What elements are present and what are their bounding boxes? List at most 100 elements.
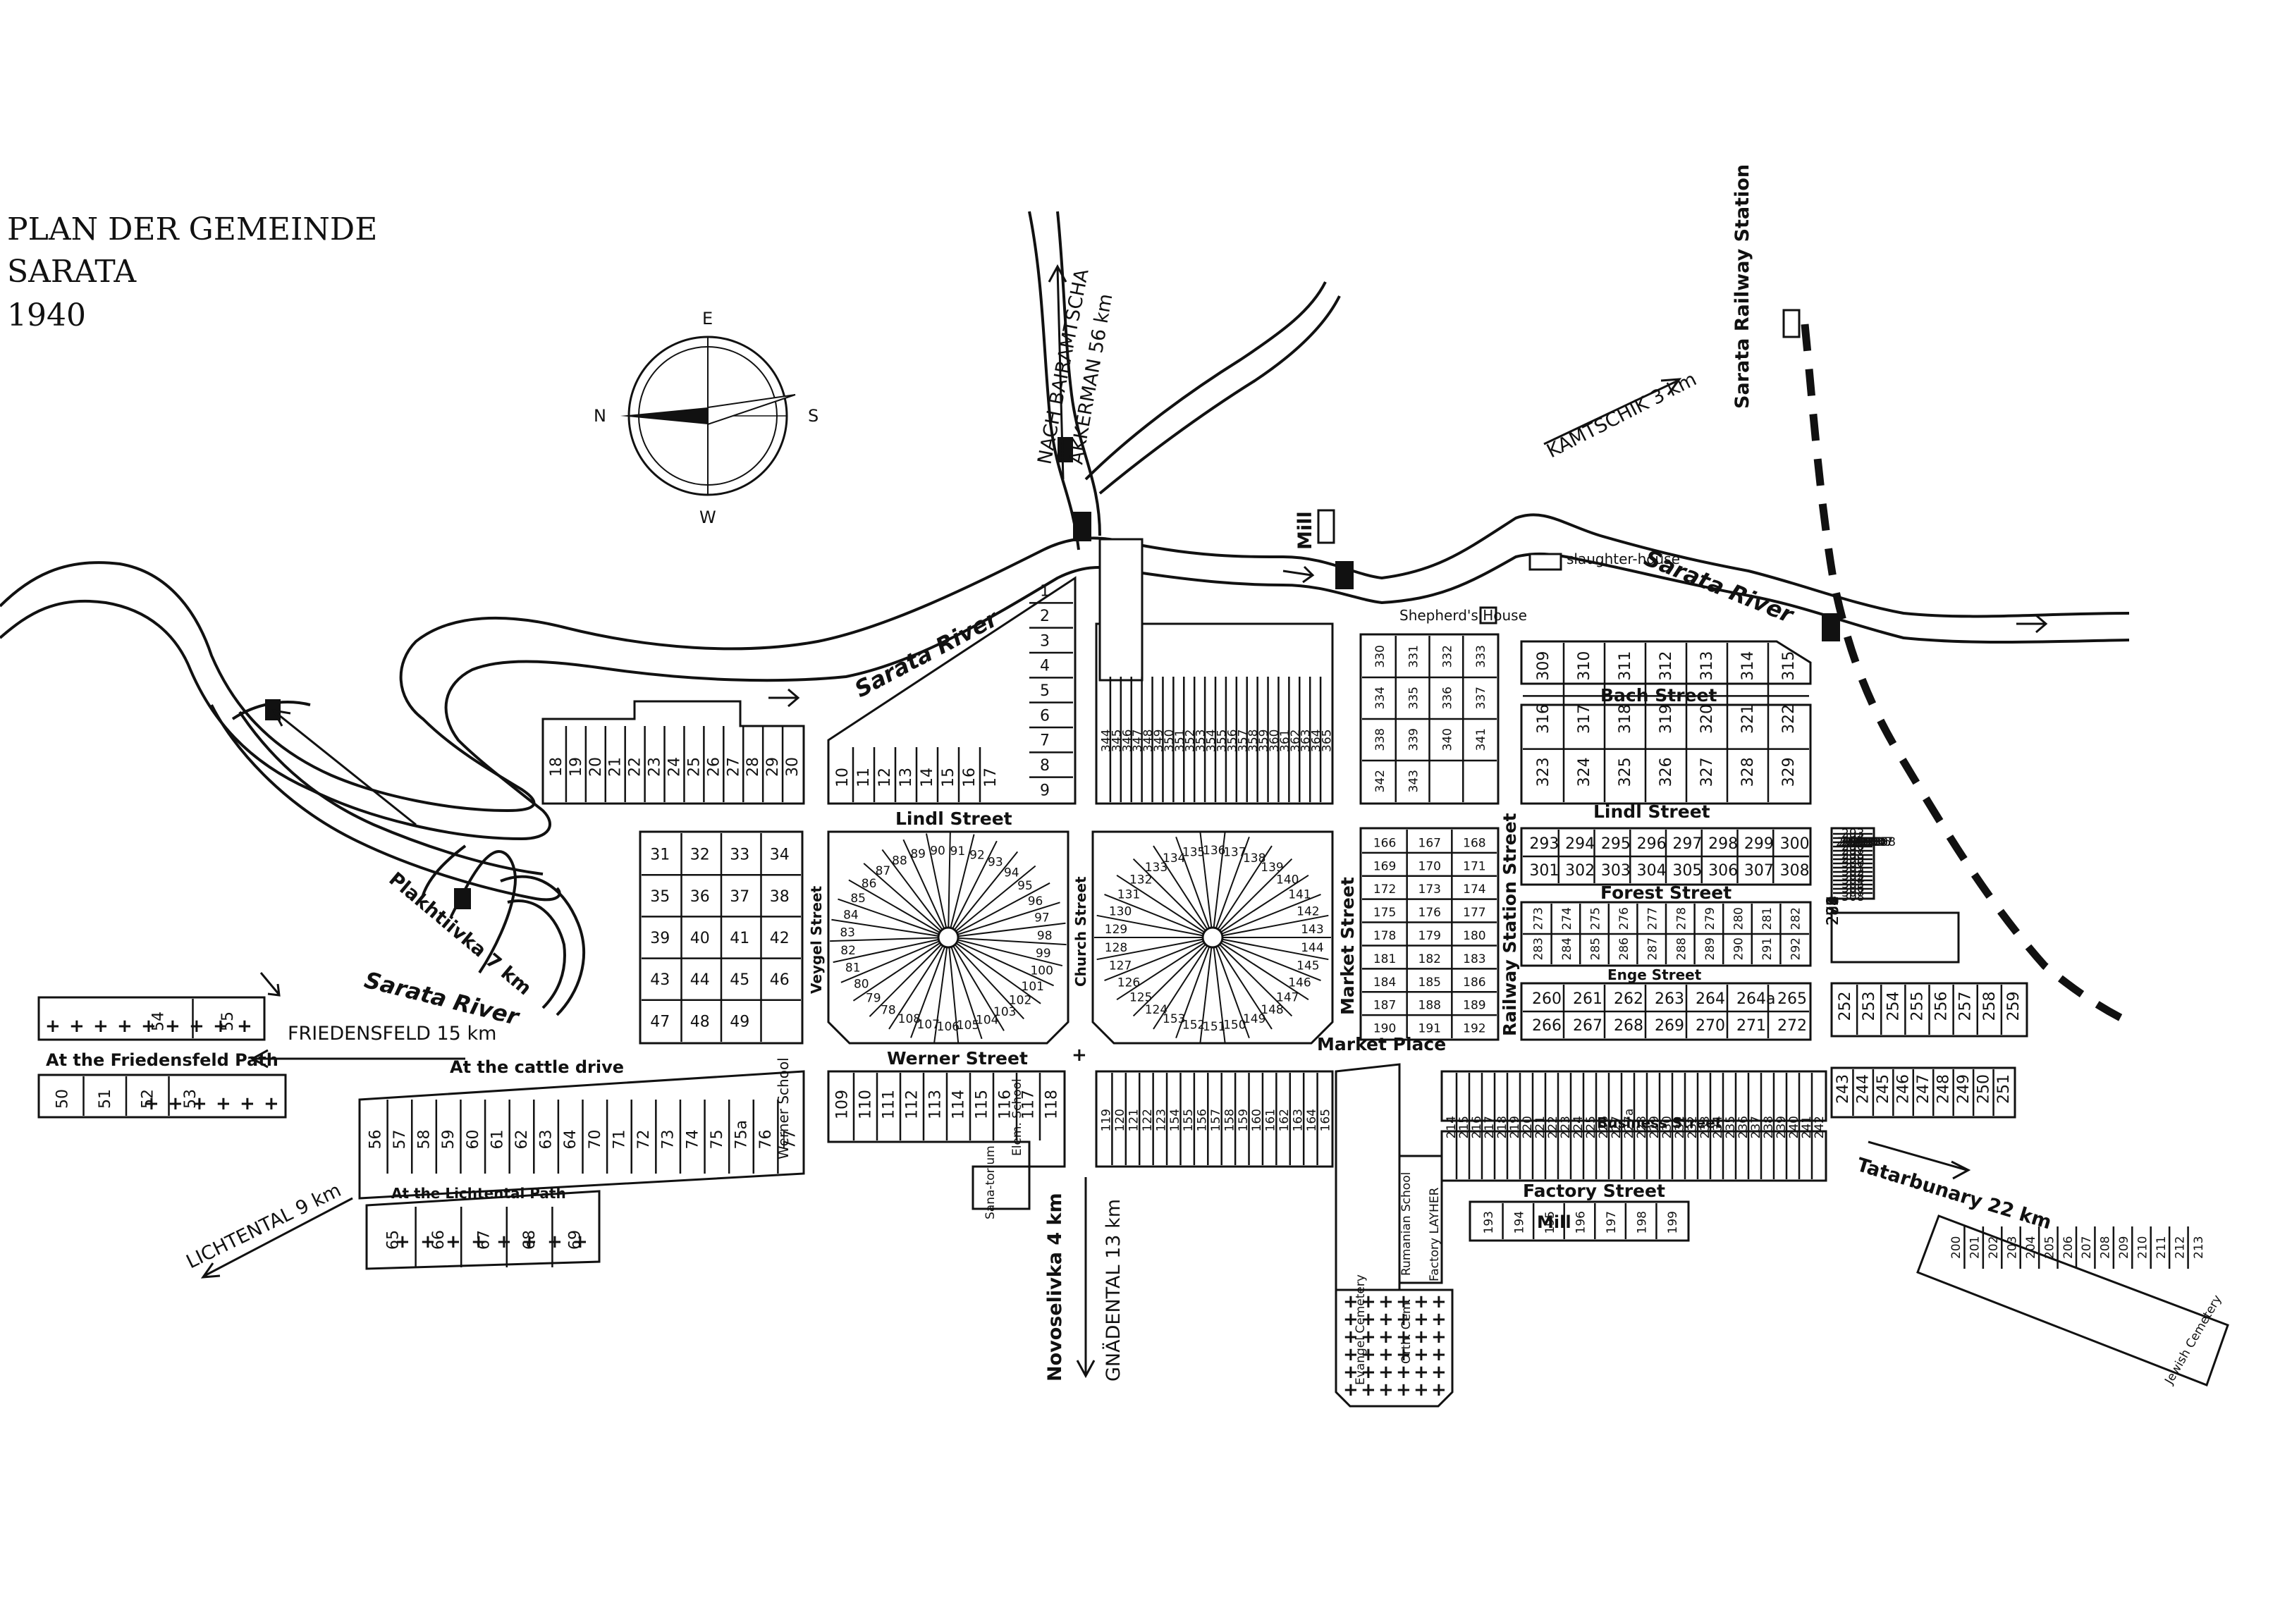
lot-number: 297 [1672,835,1702,853]
lot-number: 76 [757,1130,775,1150]
lot-number: 33 [730,847,749,864]
lot-number: 224 [1571,1116,1586,1138]
lot-number: 278 [1674,907,1688,930]
radial-spoke [948,922,1066,938]
lot-number: 27 [725,757,742,777]
lot-number: 5 [1040,682,1050,700]
lot-number: 187 [1373,999,1396,1013]
lot-number: 85 [850,892,866,906]
lot-number: 54 [149,1011,167,1031]
block-lots-273-276 [1830,911,1960,964]
path-cattle-drive: At the cattle drive [450,1057,624,1077]
lot-number: 264a [1736,990,1775,1008]
cross-icon: + [1378,1327,1394,1348]
lot-number: 297 [1841,844,1864,858]
lot-number: 53 [182,1089,200,1109]
street-business: Business Street [1597,1114,1722,1131]
lot-number: 302 [1841,865,1864,879]
cross-icon: + [471,1231,486,1253]
lot-number: 97 [1034,911,1050,925]
cross-icon: + [45,1016,61,1037]
radial-spoke [863,863,949,938]
cross-icon: + [547,1231,563,1253]
lot-number: 362 [1289,730,1303,752]
lot-number: 79 [866,992,881,1006]
lot-number: 169 [1373,859,1396,873]
lot-number: 307 [1841,886,1864,900]
radial-spoke [840,937,949,983]
lot-number: 152 [1182,1018,1205,1032]
lot-number: 295 [1841,835,1863,849]
lot-number: 270 [1696,1017,1725,1035]
lot-number: 223 [1559,1116,1573,1138]
cross-icon: + [1378,1309,1394,1330]
lot-number: 205 [2042,1236,2057,1259]
lot-number: 117 [1020,1090,1038,1119]
lot-number: 138 [1243,851,1265,866]
lot-number: 340 [1440,728,1454,751]
radial-spoke [948,902,1060,938]
lot-number: 130 [1109,904,1132,918]
lot-number: 264 [1696,990,1725,1008]
lot-number: 211 [2155,1236,2169,1259]
lot-number: 283 [1531,937,1545,960]
lot-number: 307 [1870,835,1893,849]
elem-school-label: Elem. School [1010,1078,1024,1156]
church-center-icon [1201,926,1224,949]
radial-spoke [1153,937,1213,1030]
lot-number: 294 [1565,835,1595,853]
lot-number: 348 [1141,730,1156,752]
lot-number: 302 [1565,862,1595,880]
lot-number: 2 [1040,608,1050,625]
lot-number: 243 [1834,1074,1852,1104]
cross-icon: + [496,1231,512,1253]
block-bach-street [1520,703,1812,805]
lot-number: 315 [1780,651,1798,681]
lot-number: 306 [1708,862,1738,880]
lot-number: 25 [685,757,703,777]
lot-number: 48 [690,1013,710,1031]
radial-spoke [1212,937,1309,1001]
lot-number: 228 [1635,1116,1649,1138]
lot-number: 147 [1276,991,1299,1005]
lot-number: 122 [1141,1109,1155,1131]
lot-number: 274 [1560,907,1574,930]
lot-number: 182 [1418,952,1441,966]
lot-number: 104 [976,1014,998,1028]
lot-number: 123 [1154,1109,1168,1131]
lot-number: 93 [988,856,1003,870]
landmarks: Mill slaughter-house Shepherd's House [1294,509,1680,625]
street-railway: Railway Station Street [1500,813,1520,1036]
lot-number: 157 [1209,1109,1223,1131]
mill-label: Mill [1294,511,1316,550]
lot-number: 52 [139,1089,157,1109]
lot-number: 18 [548,757,565,777]
lot-number: 154 [1168,1109,1182,1131]
lot-number: 103 [993,1005,1016,1019]
lot-number: 61 [489,1130,506,1150]
compass-north: N [594,406,606,426]
lot-number: 194 [1512,1211,1526,1234]
lot-number: 280 [1825,896,1842,925]
dest-novoselivka: Novoselivka 4 km [1044,1193,1066,1382]
cross-icon: + [1361,1309,1376,1330]
lot-number: 81 [845,961,861,975]
lot-number: 176 [1418,906,1441,920]
lot-number: 148 [1261,1003,1283,1017]
lot-number: 109 [834,1090,852,1119]
lot-number: 278 [1825,896,1842,925]
compass-south: S [808,406,819,426]
path-labels: At the Friedensfeld Path At the cattle d… [46,1050,624,1202]
cross-icon: + [1361,1291,1376,1312]
lot-number: 185 [1418,976,1441,990]
lot-number: 144 [1301,941,1323,955]
cross-icon: + [189,1016,204,1037]
lot-number: 265 [1777,990,1807,1008]
lot-number: 288 [1674,937,1688,960]
radial-spoke [1116,937,1213,1001]
lot-number: 156 [1196,1109,1210,1131]
radial-spoke [1104,894,1213,938]
bridge-icon [454,888,471,909]
lot-number: 134 [1163,851,1185,866]
cross-icon: + [1396,1309,1411,1330]
